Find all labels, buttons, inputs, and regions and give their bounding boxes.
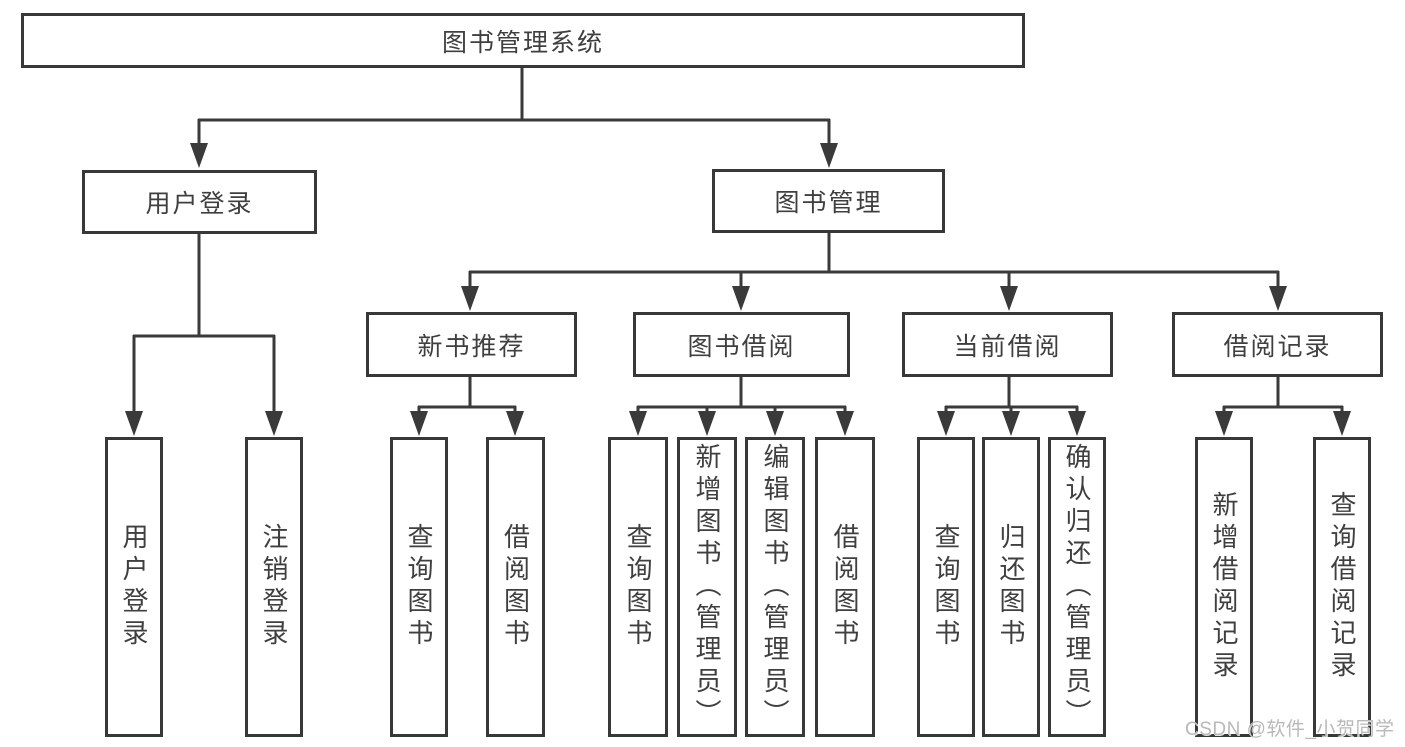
leaf-bb-borrow-books: 借阅图书 bbox=[815, 437, 875, 737]
leaf-bb-add-books-admin: 新增图书（管理员） bbox=[677, 437, 737, 737]
leaf-br-add-record: 新增借阅记录 bbox=[1195, 437, 1253, 737]
csdn-watermark: CSDN @软件_小贺同学 bbox=[1185, 719, 1395, 740]
node-user-login: 用户登录 bbox=[82, 170, 317, 234]
node-borrowing-records: 借阅记录 bbox=[1172, 312, 1383, 377]
leaf-cb-confirm-return-admin: 确认归还（管理员） bbox=[1048, 437, 1106, 737]
node-book-management: 图书管理 bbox=[712, 169, 945, 233]
leaf-br-query-record: 查询借阅记录 bbox=[1313, 437, 1371, 737]
leaf-cb-query-books: 查询图书 bbox=[917, 437, 975, 737]
leaf-logout-login: 注销登录 bbox=[245, 437, 303, 737]
leaf-nr-borrow-books: 借阅图书 bbox=[486, 437, 545, 737]
node-library-system: 图书管理系统 bbox=[21, 13, 1025, 68]
leaf-nr-query-books: 查询图书 bbox=[390, 437, 448, 737]
leaf-bb-query-books: 查询图书 bbox=[608, 437, 668, 737]
leaf-bb-edit-books-admin: 编辑图书（管理员） bbox=[745, 437, 805, 737]
node-book-borrowing: 图书借阅 bbox=[633, 312, 850, 377]
leaf-cb-return-books: 归还图书 bbox=[982, 437, 1040, 737]
node-current-borrowing: 当前借阅 bbox=[902, 312, 1113, 377]
node-new-book-recommend: 新书推荐 bbox=[366, 312, 577, 377]
arrowheads bbox=[125, 143, 1351, 436]
leaf-user-login: 用户登录 bbox=[105, 437, 163, 737]
